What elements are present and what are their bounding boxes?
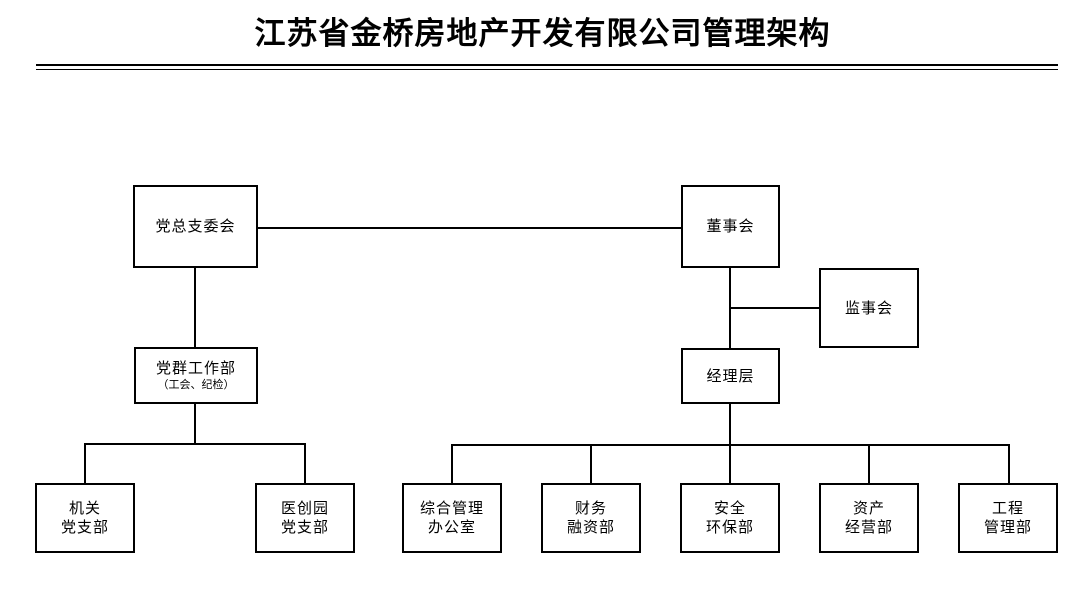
node-label-line1: 经理层 bbox=[706, 367, 755, 385]
connector-management-down bbox=[729, 402, 731, 446]
connector-partywork-down bbox=[194, 402, 196, 445]
node-label-line1: 机关 bbox=[68, 500, 101, 517]
node-management-layer[interactable]: 经理层 bbox=[681, 348, 780, 404]
node-label-line2: 管理部 bbox=[983, 519, 1032, 536]
node-label-line2: 融资部 bbox=[566, 519, 615, 536]
node-label-line1: 工程 bbox=[991, 500, 1024, 517]
node-dept-safety-environment[interactable]: 安全 环保部 bbox=[680, 483, 780, 553]
node-board-of-supervisors[interactable]: 监事会 bbox=[819, 268, 919, 348]
connector-dept-safety-drop bbox=[729, 444, 731, 485]
node-label-line1: 党群工作部 bbox=[155, 359, 236, 377]
node-branch-organ[interactable]: 机关 党支部 bbox=[35, 483, 135, 553]
connector-branch-yichuangyuan-drop bbox=[304, 443, 306, 485]
node-label-line2: 办公室 bbox=[427, 519, 476, 536]
bus-party-branches bbox=[84, 443, 306, 445]
node-label-line1: 医创园 bbox=[280, 500, 329, 517]
node-label-line2: （工会、纪检） bbox=[157, 378, 235, 391]
connector-dept-assets-drop bbox=[868, 444, 870, 485]
node-party-committee[interactable]: 党总支委会 bbox=[133, 185, 258, 268]
connector-board-to-supervisors bbox=[729, 307, 821, 309]
connector-dept-admin-drop bbox=[451, 444, 453, 485]
node-label-line2: 党支部 bbox=[280, 519, 329, 536]
node-board-of-directors[interactable]: 董事会 bbox=[681, 185, 780, 268]
node-dept-asset-operation[interactable]: 资产 经营部 bbox=[819, 483, 919, 553]
title-rule-thin bbox=[36, 69, 1058, 70]
node-label-line1: 董事会 bbox=[706, 218, 755, 235]
node-dept-admin-office[interactable]: 综合管理 办公室 bbox=[402, 483, 502, 553]
node-dept-finance[interactable]: 财务 融资部 bbox=[541, 483, 641, 553]
node-label-line2: 经营部 bbox=[844, 519, 893, 536]
node-label-line1: 监事会 bbox=[844, 299, 893, 317]
node-label-line1: 财务 bbox=[574, 500, 607, 517]
title-rule-thick bbox=[36, 64, 1058, 66]
node-label-line1: 综合管理 bbox=[419, 500, 484, 517]
connector-branch-organ-drop bbox=[84, 443, 86, 485]
connector-party-to-partywork bbox=[194, 266, 196, 349]
connector-party-to-board bbox=[256, 227, 683, 229]
page-title: 江苏省金桥房地产开发有限公司管理架构 bbox=[254, 16, 831, 51]
node-label-line1: 安全 bbox=[713, 500, 746, 517]
connector-dept-engineering-drop bbox=[1008, 444, 1010, 485]
node-label-line1: 资产 bbox=[852, 500, 885, 517]
node-label-line1: 党总支委会 bbox=[155, 218, 236, 235]
node-party-work-department[interactable]: 党群工作部 （工会、纪检） bbox=[134, 347, 258, 404]
node-label-line2: 党支部 bbox=[60, 519, 109, 536]
node-branch-yichuangyuan[interactable]: 医创园 党支部 bbox=[255, 483, 355, 553]
node-dept-engineering-management[interactable]: 工程 管理部 bbox=[958, 483, 1058, 553]
connector-dept-finance-drop bbox=[590, 444, 592, 485]
node-label-line2: 环保部 bbox=[705, 519, 754, 536]
